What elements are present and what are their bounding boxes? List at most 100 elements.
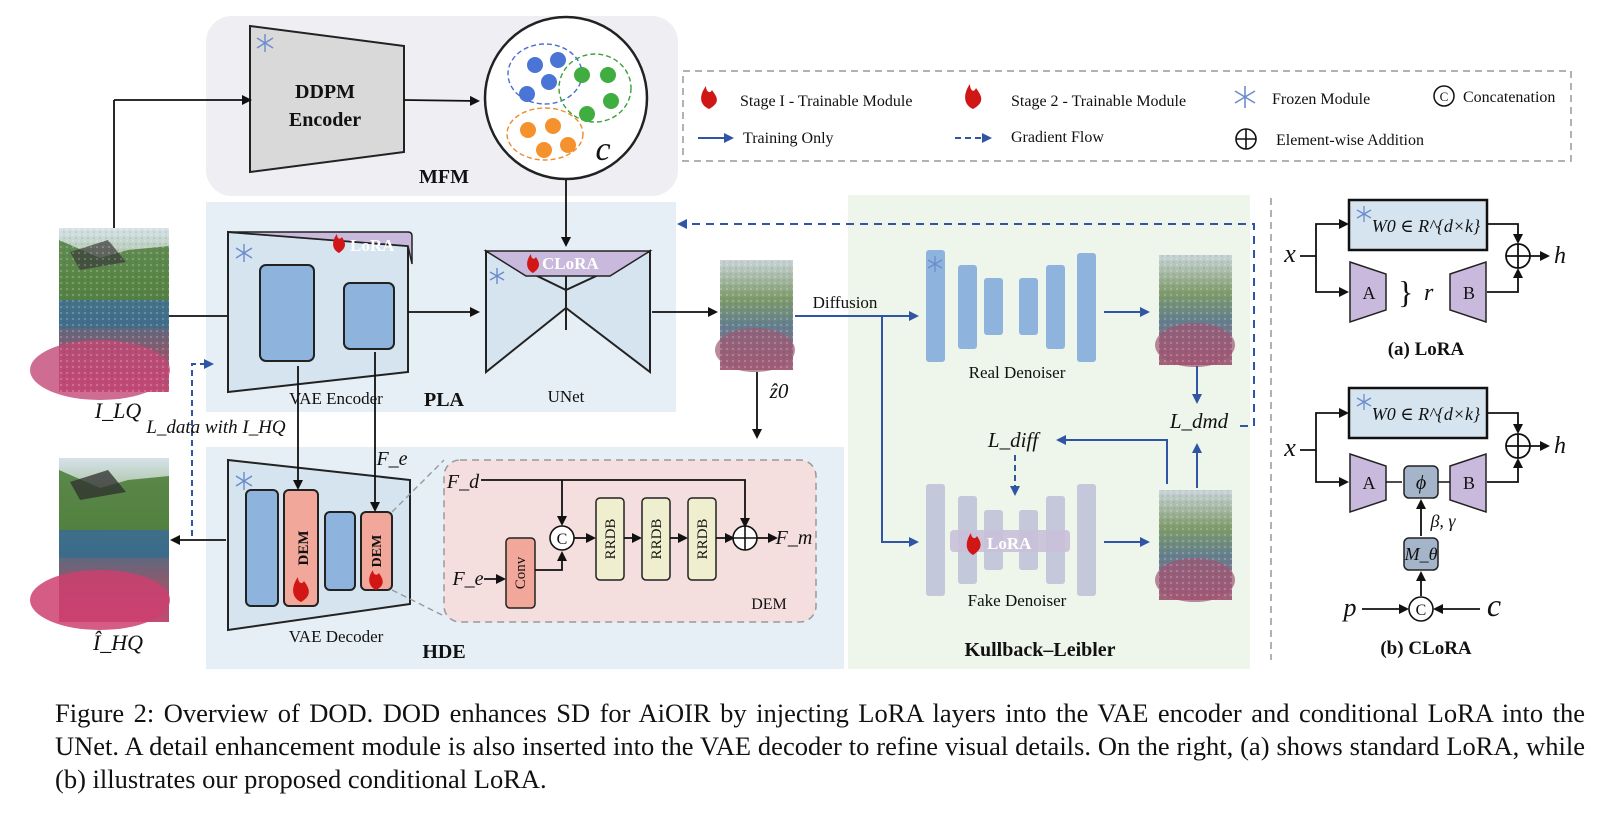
flame-icon-stage2 [965, 84, 982, 109]
cluster-label: c [595, 131, 610, 168]
decoder-dem-1-label: DEM [296, 531, 312, 566]
decoder-dem-2-label: DEM [370, 535, 385, 568]
gradient-flow-top [677, 219, 1255, 427]
lora-b-h: h [1554, 433, 1566, 459]
z0-label: ẑ0 [769, 379, 789, 403]
loss-data-label: L_data with I_HQ [145, 417, 286, 438]
lora-a-b-label: B [1463, 283, 1475, 303]
rrdb-1-label: RRDB [603, 519, 619, 560]
lora-b-p: p [1342, 593, 1357, 622]
lora-b-beta-gamma: β, γ [1429, 511, 1456, 531]
plus-circle-icon-lora-a [1505, 243, 1531, 269]
flame-icon-dem-2 [369, 570, 383, 590]
lora-b-m-theta: M_θ [1404, 544, 1438, 564]
conv-block [505, 537, 536, 609]
concat-symbol-legend: C [1440, 89, 1449, 104]
lora-a-arrow-x-a [1315, 256, 1349, 297]
snowflake-icon-legend [1234, 86, 1256, 108]
cluster-green [558, 53, 632, 123]
lora-b-w0-label: W0 ∈ R^{d×k} [1372, 404, 1481, 424]
vae-encoder-label: VAE Encoder [289, 389, 383, 408]
legend-frozen: Frozen Module [1272, 91, 1370, 108]
snowflake-icon-real-denoiser [927, 256, 943, 272]
figure-caption: Figure 2: Overview of DOD. DOD enhances … [55, 697, 1585, 796]
legend-gradient-flow: Gradient Flow [1011, 129, 1104, 146]
legend-box [682, 70, 1572, 162]
encoder-block-2 [343, 282, 395, 350]
legend-training-only: Training Only [743, 130, 834, 147]
lora-a-title: (a) LoRA [1388, 339, 1465, 360]
encoder-lora-band [227, 231, 413, 265]
lora-b-concat: C [1416, 602, 1427, 619]
lq-image [30, 228, 170, 400]
mfm-label: MFM [419, 166, 469, 188]
unet-clora-label: CLoRA [542, 254, 599, 273]
figure-diagram: Stage I - Trainable Module Stage 2 - Tra… [30, 15, 1572, 669]
fd-label: F_d [446, 471, 480, 493]
decoder-block-2 [324, 511, 356, 591]
lora-a-r: r [1424, 280, 1434, 306]
fe-label-detail: F_e [451, 568, 483, 590]
fm-label: F_m [775, 527, 813, 549]
arrow-ddpm-to-cluster [403, 95, 480, 106]
zoom-line-top [391, 459, 445, 513]
lora-a-block-a [1349, 260, 1387, 324]
encoder-block-1 [259, 264, 315, 362]
flame-icon-dem-1 [293, 577, 309, 602]
decoder-block-1 [245, 489, 279, 607]
lora-b-b-label: B [1463, 473, 1475, 493]
diffusion-label: Diffusion [813, 293, 878, 312]
fake-lora-label: LoRA [987, 534, 1032, 553]
unet [483, 249, 653, 375]
arrow-conv-to-concat [535, 551, 567, 571]
conv-label: Conv [513, 556, 529, 589]
concat-icon-legend [1433, 85, 1455, 107]
z0-image [715, 260, 795, 372]
dem-detail-box [443, 459, 817, 623]
hq-image [30, 458, 170, 630]
gradient-loss-data [191, 359, 214, 536]
lora-b-c: c [1487, 587, 1501, 623]
pla-label: PLA [424, 389, 465, 411]
rrdb-block-1 [595, 497, 625, 581]
dem-detail-name: DEM [751, 596, 787, 613]
l-dmd-label: L_dmd [1169, 409, 1229, 433]
lora-b-x: x [1283, 433, 1296, 462]
i-hq-hat-label: Î_HQ [92, 630, 143, 655]
caption-text: Figure 2: Overview of DOD. DOD enhances … [55, 698, 1585, 794]
fe-label-decoder: F_e [375, 448, 407, 470]
snowflake-icon-ddpm [256, 34, 274, 52]
lora-a-a-label: A [1363, 283, 1376, 303]
flame-icon-encoder-lora [333, 234, 345, 253]
snowflake-icon-unet [489, 268, 505, 284]
cluster-dots [519, 52, 619, 158]
cluster-orange [506, 107, 584, 161]
lora-a-h: h [1554, 243, 1566, 269]
fake-output-image [1155, 490, 1235, 602]
encoder-lora-label: LoRA [350, 236, 395, 255]
flame-icon-fake-lora [966, 533, 981, 555]
ddpm-line1: DDPM [295, 81, 355, 103]
lora-b-block-b [1449, 452, 1487, 514]
vae-decoder-label: VAE Decoder [289, 627, 384, 646]
lora-a-w0 [1347, 198, 1489, 252]
arrow-fake-to-diff [1056, 435, 1168, 484]
hde-label: HDE [422, 641, 465, 663]
rrdb-2-label: RRDB [649, 519, 665, 560]
legend-stage1: Stage I - Trainable Module [740, 93, 912, 110]
decoder-dem-2 [360, 511, 393, 591]
lora-b-block-a [1349, 452, 1387, 514]
snowflake-icon-encoder [235, 244, 253, 262]
lora-a-x: x [1283, 239, 1296, 268]
legend-elementwise: Element-wise Addition [1276, 132, 1424, 149]
unet-label: UNet [548, 387, 585, 406]
plus-circle-icon-lora-b [1505, 433, 1531, 459]
lora-b-a-label: A [1363, 473, 1376, 493]
flame-icon-stage1 [701, 86, 717, 109]
ddpm-line2: Encoder [289, 109, 361, 131]
real-output-image [1155, 255, 1235, 367]
fake-denoiser-label: Fake Denoiser [968, 591, 1067, 610]
rrdb-block-2 [641, 497, 671, 581]
snowflake-icon-lora-a [1356, 206, 1372, 222]
concat-dem-label: C [557, 531, 568, 548]
